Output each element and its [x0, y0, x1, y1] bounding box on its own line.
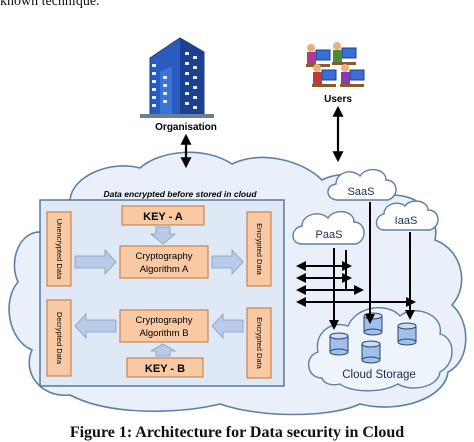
- crypto-algorithm-b-box: [119, 309, 209, 343]
- decrypted-data-label: Decrypted Data: [55, 312, 64, 365]
- users-label: Users: [324, 94, 352, 105]
- crypto-algorithm-b-line1: Cryptography: [135, 315, 192, 326]
- crypto-algorithm-a-box: [119, 245, 209, 279]
- encrypted-to-crypto-b-arrow: [211, 312, 244, 340]
- unencrypted-to-crypto-a-arrow: [74, 248, 117, 276]
- paas-label: PaaS: [316, 229, 343, 241]
- crypto-algorithm-a-line1: Cryptography: [135, 251, 192, 262]
- key-a-box: [121, 205, 205, 226]
- key-a-label: KEY - A: [143, 211, 183, 223]
- encrypted-data-bottom-label: Encrypted Data: [255, 317, 264, 370]
- encryption-panel-title: Data encrypted before stored in cloud: [103, 189, 257, 199]
- users-icon: [306, 42, 365, 87]
- crypto-a-to-encrypted-arrow: [211, 248, 244, 276]
- saas-cloud: [327, 169, 397, 201]
- key-a-down-arrow: [149, 226, 177, 245]
- iaas-label: IaaS: [395, 215, 418, 227]
- saas-label: SaaS: [348, 186, 375, 198]
- encrypted-data-top-box: [246, 211, 272, 287]
- paas-cloud: [292, 211, 365, 245]
- unencrypted-data-box: [46, 211, 72, 287]
- cloud-storage-label: Cloud Storage: [342, 369, 416, 381]
- figure-caption: Figure 1: Architecture for Data security…: [69, 424, 405, 441]
- building-icon: [140, 37, 214, 118]
- crypto-b-to-decrypted-arrow: [74, 312, 117, 340]
- iaas-cloud: [375, 200, 439, 231]
- key-b-box: [126, 357, 204, 378]
- decrypted-data-box: [46, 299, 72, 377]
- key-b-up-arrow: [149, 343, 177, 357]
- crypto-algorithm-a-line2: Algorithm A: [140, 264, 189, 275]
- organization-label: Organisation: [155, 122, 217, 133]
- encrypted-data-top-label: Encrypted Data: [255, 223, 264, 276]
- preceding-text-fragment: known technique.: [0, 0, 100, 9]
- key-b-label: KEY - B: [145, 363, 185, 375]
- crypto-algorithm-b-line2: Algorithm B: [139, 328, 188, 339]
- unencrypted-data-label: Unencrypted Data: [55, 219, 64, 280]
- encrypted-data-bottom-box: [246, 307, 272, 379]
